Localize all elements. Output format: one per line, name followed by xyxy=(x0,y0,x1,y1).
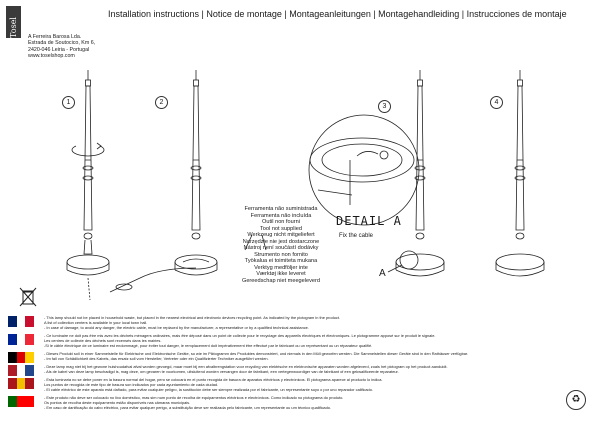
language-flag xyxy=(8,365,35,377)
detail-a-title: DETAIL A xyxy=(336,214,402,228)
note-line: - Als de kabel van deze lamp beschadigd … xyxy=(44,369,399,375)
tool-line: Strumento non fornito xyxy=(254,251,308,258)
note-line: - Deze lamp mag niet bij het gewone huis… xyxy=(44,364,448,370)
address-website: www.toselshop.com xyxy=(28,53,75,60)
address-line: Estrada de Soutocico, Km 6, xyxy=(28,40,96,47)
safety-note: - Esta luminaria no se debe poner en la … xyxy=(44,377,574,393)
tool-line: Outil non fourni xyxy=(262,219,300,225)
safety-note: - Este produto não deve ser colocado no … xyxy=(44,395,574,411)
flag-column xyxy=(8,316,44,414)
note-line: -Si le câble électrique de ce luminaire … xyxy=(44,342,373,348)
tool-line: Ferramenta não incluída xyxy=(250,212,312,219)
lamp-step-1 xyxy=(66,70,110,301)
address-line: 2420-046 Leiria - Portugal xyxy=(28,46,90,53)
tool-line: Narzędzie nie jest dostarczone xyxy=(242,238,320,245)
note-line: - Im fall von Schädlichkeit des Kabels, … xyxy=(44,355,269,361)
safety-note: - Ce luminaire ne doit pas être mis avec… xyxy=(44,333,574,349)
safety-note: - Deze lamp mag niet bij het gewone huis… xyxy=(44,364,574,375)
detail-a-caption: Fix the cable xyxy=(339,233,374,239)
crossed-bin-icon xyxy=(18,286,38,311)
note-line: - Este produto não deve ser colocado no … xyxy=(44,395,344,401)
tool-not-supplied-list: Ferramenta não suministrada Ferramenta n… xyxy=(240,206,322,284)
language-flag xyxy=(8,334,35,345)
tool-line: Ferramenta não suministrada xyxy=(244,206,318,212)
note-line: - Em caso de danificação do cabo eléctri… xyxy=(44,405,331,411)
language-flag xyxy=(8,352,35,363)
safety-note: - This lamp should not be placed in hous… xyxy=(44,315,574,331)
note-line: Los puntos de recogida de este tipo de b… xyxy=(44,382,219,388)
detail-a-label: A xyxy=(379,268,386,279)
recycling-symbol-icon: ♻ xyxy=(566,390,586,410)
tool-line: Tool not supplied xyxy=(260,225,302,232)
step-number-2: 2 xyxy=(155,96,168,109)
safety-notes: - This lamp should not be placed in hous… xyxy=(44,315,574,414)
address-line: A Ferreira Barosa Lda. xyxy=(28,34,82,40)
note-line: - Dieses Produkt soll in einer Sammelste… xyxy=(44,351,469,357)
page-title: Installation instructions | Notice de mo… xyxy=(108,9,567,19)
step-number-1: 1 xyxy=(62,96,75,109)
detail-a-circle xyxy=(308,114,420,226)
language-flag xyxy=(8,316,35,327)
step-number-3: 3 xyxy=(378,100,391,113)
company-address: A Ferreira Barosa Lda. Estrada de Soutoc… xyxy=(28,34,95,60)
step-number-4: 4 xyxy=(490,96,503,109)
note-line: - Ce luminaire ne doit pas être mis avec… xyxy=(44,333,436,339)
note-line: - El cable eléctrico de este aparato est… xyxy=(44,387,373,393)
tool-line: Værktøj ikke leveret xyxy=(256,271,306,277)
note-line: Les centres de collecte des déchets sont… xyxy=(44,337,162,343)
note-line: - Esta luminaria no se debe poner en la … xyxy=(44,377,383,383)
tool-line: Työkalua ei toimiteta mukana xyxy=(244,258,318,264)
note-line: Os pontos de recolha deste equipamento e… xyxy=(44,400,191,406)
language-flag xyxy=(8,396,35,408)
lamp-step-2 xyxy=(109,70,218,293)
tool-line: Nástroj není součástí dodávky xyxy=(243,245,319,251)
language-flag xyxy=(8,378,35,390)
lamp-step-3 xyxy=(387,70,445,277)
note-line: A list of collection centers is availabl… xyxy=(44,319,148,325)
tool-line: Gereedschap niet meegeleverd xyxy=(241,277,321,284)
lamp-step-4 xyxy=(495,70,545,277)
tool-pointer xyxy=(244,234,267,251)
tool-line: Verktyg medföljer inte xyxy=(254,264,308,271)
note-line: - This lamp should not be placed in hous… xyxy=(44,315,341,320)
safety-note: - Dieses Produkt soll in einer Sammelste… xyxy=(44,351,574,362)
tool-line: Werkzeug nicht mitgeliefert xyxy=(247,232,315,238)
note-line: - In case of damage, to avoid any danger… xyxy=(44,324,309,330)
brand-logo: Tosel xyxy=(6,6,21,38)
